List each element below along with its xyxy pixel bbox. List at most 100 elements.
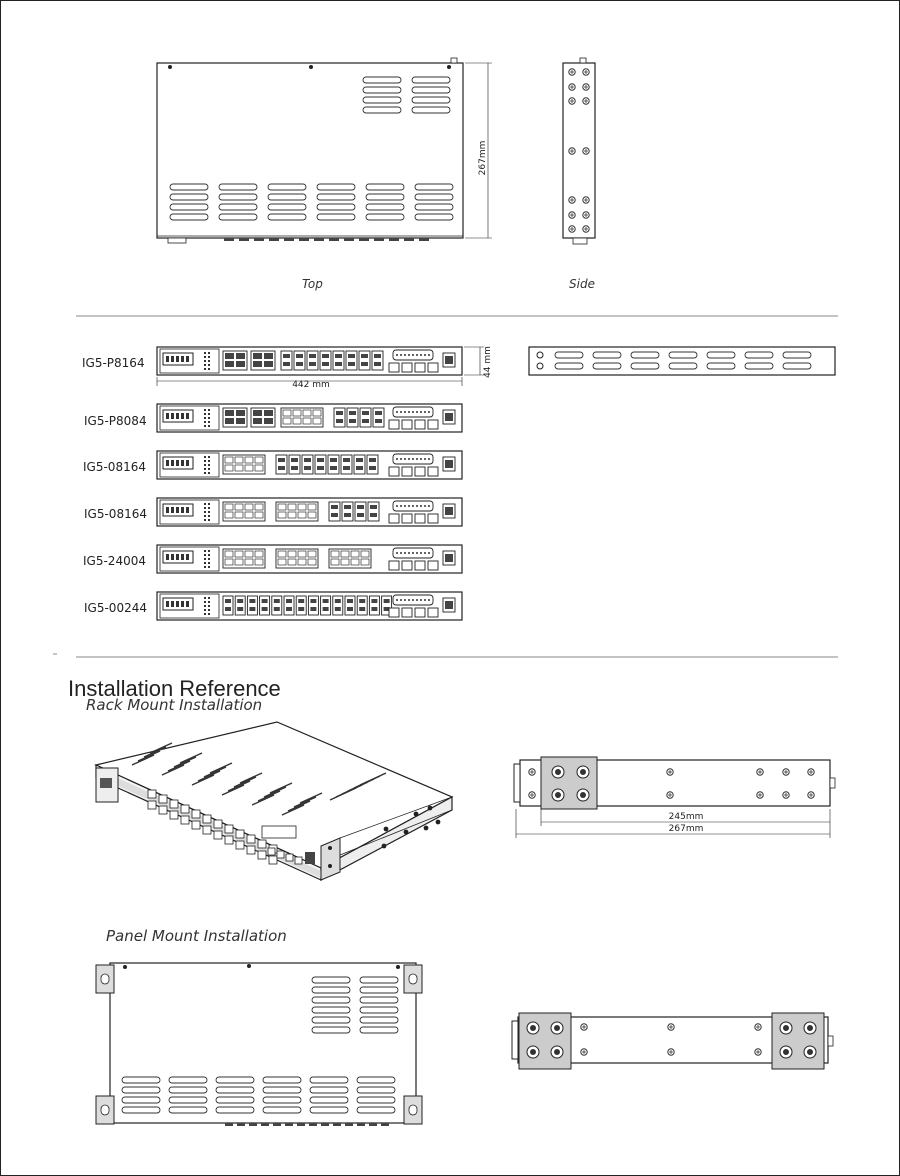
vent-slot — [218, 183, 258, 191]
vent-slot — [121, 1076, 161, 1084]
width-dimension-label: 442 mm — [292, 380, 330, 390]
model-label: IG5-24004 — [83, 554, 146, 568]
vent-slot — [411, 106, 451, 114]
vent-slot — [215, 1076, 255, 1084]
vent-slot — [262, 1096, 302, 1104]
vent-slot — [311, 986, 351, 994]
vent-slot — [356, 1076, 396, 1084]
vent-slot — [309, 1086, 349, 1094]
vent-slot — [414, 213, 454, 221]
vent-slot — [359, 1006, 399, 1014]
vent-slot — [311, 1006, 351, 1014]
panel-bracket-left — [518, 1012, 572, 1070]
vent-slot — [168, 1086, 208, 1094]
rack-dim-outer-label: 267mm — [669, 824, 704, 834]
vent-slot — [359, 996, 399, 1004]
panel-mount-side-drawing — [511, 1012, 834, 1070]
screw-hole — [309, 65, 313, 69]
vent-slot — [365, 183, 405, 191]
model-label: IG5-P8084 — [84, 414, 147, 428]
vent-slot — [311, 976, 351, 984]
vent-slot — [414, 203, 454, 211]
vent-slot — [668, 351, 698, 359]
vent-slot — [414, 193, 454, 201]
vent-slot — [362, 86, 402, 94]
rack-mount-side-drawing — [513, 756, 836, 838]
vent-slot — [554, 351, 584, 359]
vent-slot — [262, 1076, 302, 1084]
screw-hole — [396, 965, 400, 969]
vent-slot — [362, 96, 402, 104]
vent-slot — [168, 1076, 208, 1084]
vent-slot — [706, 351, 736, 359]
vent-slot — [359, 1026, 399, 1034]
rack-bracket — [540, 756, 598, 810]
top-view-drawing — [156, 57, 492, 244]
vent-slot — [267, 213, 307, 221]
vent-slot — [592, 351, 622, 359]
vent-slot — [359, 976, 399, 984]
model-label: IG5-P8164 — [82, 356, 145, 370]
vent-slot — [356, 1086, 396, 1094]
vent-slot — [316, 183, 356, 191]
vent-slot — [262, 1086, 302, 1094]
vent-slot — [218, 203, 258, 211]
model-label: IG5-08164 — [83, 460, 146, 474]
vent-slot — [215, 1106, 255, 1114]
vent-slot — [121, 1096, 161, 1104]
front-panel — [156, 544, 463, 574]
vent-slot — [169, 203, 209, 211]
vent-slot — [267, 193, 307, 201]
side-outline — [562, 62, 596, 239]
vent-slot — [309, 1096, 349, 1104]
vent-slot — [169, 193, 209, 201]
vent-slot — [706, 362, 736, 370]
screw-hole — [247, 964, 251, 968]
vent-slot — [356, 1106, 396, 1114]
vent-slot — [218, 213, 258, 221]
model-label: IG5-00244 — [84, 601, 147, 615]
rack-mount-iso-drawing — [94, 721, 454, 882]
vent-slot — [365, 203, 405, 211]
vent-slot — [362, 106, 402, 114]
vent-slot — [168, 1106, 208, 1114]
vent-slot — [356, 1096, 396, 1104]
vent-slot — [359, 986, 399, 994]
vent-slot — [782, 362, 812, 370]
vent-slot — [592, 362, 622, 370]
vent-slot — [365, 193, 405, 201]
vent-slot — [168, 1096, 208, 1104]
vent-slot — [262, 1106, 302, 1114]
vent-slot — [744, 351, 774, 359]
rear-panel-drawing — [528, 346, 836, 376]
vent-slot — [630, 362, 660, 370]
vent-slot — [668, 362, 698, 370]
vent-slot — [218, 193, 258, 201]
installation-title: Installation Reference — [68, 676, 281, 701]
vent-slot — [362, 76, 402, 84]
vent-slot — [630, 351, 660, 359]
rear-outline — [528, 346, 836, 376]
vent-slot — [311, 996, 351, 1004]
depth-dimension-label: 267mm — [478, 141, 488, 176]
side-view-drawing — [562, 57, 596, 245]
model-label: IG5-08164 — [84, 507, 147, 521]
front-panel — [156, 497, 463, 527]
vent-slot — [414, 183, 454, 191]
vent-slot — [365, 213, 405, 221]
panel-mount-title: Panel Mount Installation — [106, 927, 287, 945]
vent-slot — [411, 86, 451, 94]
vent-slot — [359, 1016, 399, 1024]
vent-slot — [316, 213, 356, 221]
vent-slot — [121, 1106, 161, 1114]
vent-slot — [316, 203, 356, 211]
front-panel — [156, 591, 463, 621]
vent-slot — [744, 362, 774, 370]
vent-slot — [782, 351, 812, 359]
vent-slot — [267, 203, 307, 211]
front-panel — [156, 450, 463, 480]
vent-slot — [267, 183, 307, 191]
vent-slot — [411, 76, 451, 84]
vent-slot — [309, 1106, 349, 1114]
